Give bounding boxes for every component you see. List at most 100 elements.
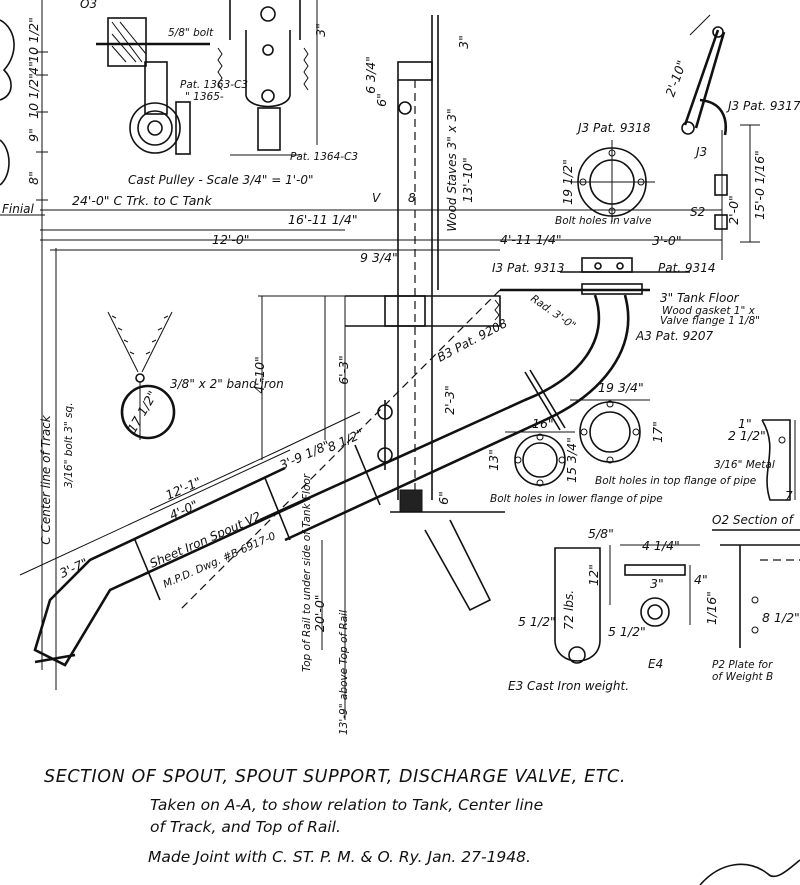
dim-15-34: 15 3/4" xyxy=(564,437,579,483)
dim-2-3: 2'-3" xyxy=(442,385,457,415)
dim-4-a: 4" xyxy=(26,61,41,75)
drawing-subtitle-line1: Taken on A-A, to show relation to Tank, … xyxy=(150,796,543,814)
section-o2 xyxy=(712,529,800,648)
dim-15-0: 15'-0 1/16" xyxy=(752,150,767,220)
wood-gasket-label: Wood gasket 1" x xyxy=(662,305,756,317)
e3-cast-iron-label: E3 Cast Iron weight. xyxy=(508,679,629,693)
lower-flange-detail xyxy=(505,431,575,487)
sheet-iron-spout xyxy=(33,444,381,667)
dim-3-9: 3'-9 1/8" xyxy=(277,437,332,473)
p2-plate-label: P2 Plate for xyxy=(712,659,773,671)
lbs-72: 72 lbs. xyxy=(562,590,576,630)
dim-12-1: 12'-1" xyxy=(163,474,203,503)
pat-1363-label: Pat. 1363-C3 xyxy=(180,79,248,91)
dim-6-top: 6" xyxy=(374,93,389,107)
dim-10-half-a: 10 1/2" xyxy=(26,17,41,63)
v-label: V xyxy=(372,191,381,205)
dim-8-half-b: 8 1/2" xyxy=(762,610,800,625)
dim-19-half: 19 1/2" xyxy=(560,159,575,205)
dim-24-trk: 24'-0" C Trk. to C Tank xyxy=(72,193,212,208)
dim-13-10: 13'-10" xyxy=(460,157,475,203)
dim-13: 13" xyxy=(486,449,501,471)
bolt-holes-lower: Bolt holes in lower flange of pipe xyxy=(490,493,663,505)
dim-9-a: 9" xyxy=(26,128,41,142)
j3-label: J3 xyxy=(694,145,707,159)
rad-3-0: Rad. 3'-0" xyxy=(528,293,577,333)
dim-4-small: 4" xyxy=(694,572,708,587)
bolt-holes-valve: Bolt holes in valve xyxy=(555,215,651,227)
drawing-subtitle-line2: of Track, and Top of Rail. xyxy=(150,818,341,836)
o3-label: O3 xyxy=(80,0,97,11)
bolt-3-16-label: 3/16" bolt 3" sq. xyxy=(63,402,75,488)
dim-6-34: 6 3/4" xyxy=(363,56,378,94)
dim-10-half-b: 10 1/2" xyxy=(26,73,41,119)
weight-b-label: of Weight B xyxy=(712,671,773,683)
dim-1-16: 1/16" xyxy=(704,591,719,625)
o2-section-label: O2 Section of xyxy=(712,513,795,527)
b3-pat-9208: B3 Pat. 9208 xyxy=(435,316,510,365)
dim-4-10: 4'-10" xyxy=(252,356,267,394)
dim-7: 7 xyxy=(785,489,793,503)
dim-5-8-small: 5/8" xyxy=(588,526,614,541)
dim-3-0: 3'-0" xyxy=(652,233,682,248)
dim-6-3: 6'-3" xyxy=(336,355,351,385)
valve-flange-label: Valve flange 1 1/8" xyxy=(660,315,760,327)
dim-3-top-small: 3" xyxy=(456,35,471,49)
tank-floor-label: 3" Tank Floor xyxy=(660,291,740,305)
dim-2-half: 2 1/2" xyxy=(728,428,766,443)
dim-20-0: 20'-0" xyxy=(312,594,327,632)
top-flange-detail xyxy=(570,399,650,464)
pat-1364-label: Pat. 1364-C3 xyxy=(290,151,358,163)
band-iron-label: 3/8" x 2" band iron xyxy=(170,377,284,391)
dim-1: 1" xyxy=(738,416,752,431)
dim-3-top: 3" xyxy=(313,23,328,37)
valve-lever xyxy=(681,14,760,250)
dim-16: 16" xyxy=(532,416,554,431)
j3-pat-9317: J3 Pat. 9317 xyxy=(726,99,800,113)
cast-iron-weight xyxy=(554,544,700,664)
dim-8-a: 8" xyxy=(26,171,41,185)
j3-pat-9318: J3 Pat. 9318 xyxy=(576,121,651,135)
dim-5-half-b: 5 1/2" xyxy=(608,624,646,639)
dim-13-9-label: 13'-9" above Top of Rail xyxy=(338,610,350,735)
spout-support-post xyxy=(345,15,505,612)
top-rail-under-label: Top of Rail to under side of Tank Floor xyxy=(301,473,313,672)
a3-pat-9207: A3 Pat. 9207 xyxy=(635,329,713,343)
bolt-5-8-label: 5/8" bolt xyxy=(168,27,214,39)
valve-flange-top xyxy=(570,140,655,222)
dim-5-half-a: 5 1/2" xyxy=(518,614,556,629)
e4-label: E4 xyxy=(648,657,663,671)
pat-1365-label: " 1365- xyxy=(185,91,224,103)
bolt-holes-top: Bolt holes in top flange of pipe xyxy=(595,475,756,487)
dim-2-0: 2'-0" xyxy=(726,195,741,225)
dim-2-10: 2'-10" xyxy=(662,58,689,98)
main-dimension-lines xyxy=(40,205,723,690)
dim-9-34: 9 3/4" xyxy=(360,250,398,265)
dim-16-11: 16'-11 1/4" xyxy=(288,212,358,227)
discharge-pipe xyxy=(259,294,630,542)
cast-pulley-drawing xyxy=(96,0,318,156)
spout-dimension-lines xyxy=(19,289,501,720)
dim-3-small: 3" xyxy=(650,576,664,591)
signature-scribble xyxy=(699,859,800,885)
dim-4-11: 4'-11 1/4" xyxy=(500,232,562,247)
s2-label: S2 xyxy=(690,205,705,219)
discharge-valve xyxy=(500,257,690,295)
drawing-title: SECTION OF SPOUT, SPOUT SUPPORT, DISCHAR… xyxy=(44,767,626,787)
drawing-joint-note: Made Joint with C. ST. P. M. & O. Ry. Ja… xyxy=(148,848,531,866)
band-iron-ring xyxy=(107,311,176,440)
bracket-detail xyxy=(761,419,796,501)
dim-6-bottom: 6" xyxy=(436,491,451,505)
dim-4-quarter: 4 1/4" xyxy=(642,538,680,553)
wood-staves-label: Wood Staves 3" x 3" xyxy=(445,108,459,231)
pat-9314: Pat. 9314 xyxy=(658,261,715,275)
dim-19-34: 19 3/4" xyxy=(598,380,644,395)
i3-pat-9313: I3 Pat. 9313 xyxy=(492,261,564,275)
cast-pulley-title: Cast Pulley - Scale 3/4" = 1'-0" xyxy=(128,173,314,187)
finial-label: Finial xyxy=(2,202,35,216)
dim-17: 17" xyxy=(650,421,665,443)
dim-12-0: 12'-0" xyxy=(212,232,250,247)
finial-detail xyxy=(0,0,48,216)
metal-3-16: 3/16" Metal xyxy=(714,459,775,471)
